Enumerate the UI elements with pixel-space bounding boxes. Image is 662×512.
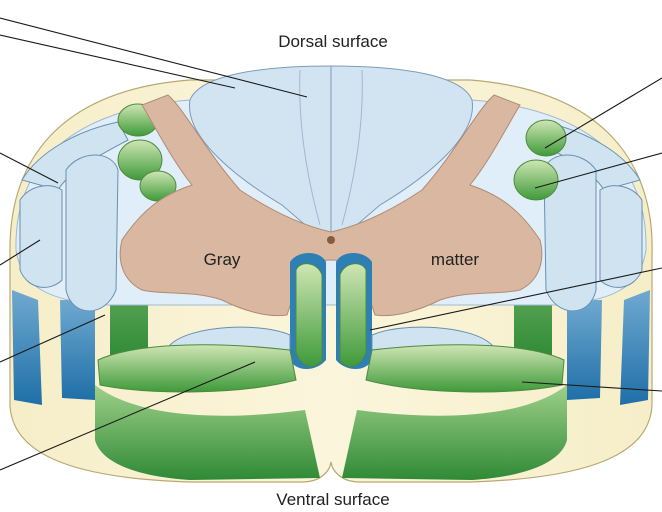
dorsal-surface-label: Dorsal surface (278, 32, 388, 51)
matter-label: matter (431, 250, 480, 269)
leader-line (0, 35, 235, 88)
ventral-surface-label: Ventral surface (276, 490, 389, 509)
gray-label: Gray (204, 250, 241, 269)
